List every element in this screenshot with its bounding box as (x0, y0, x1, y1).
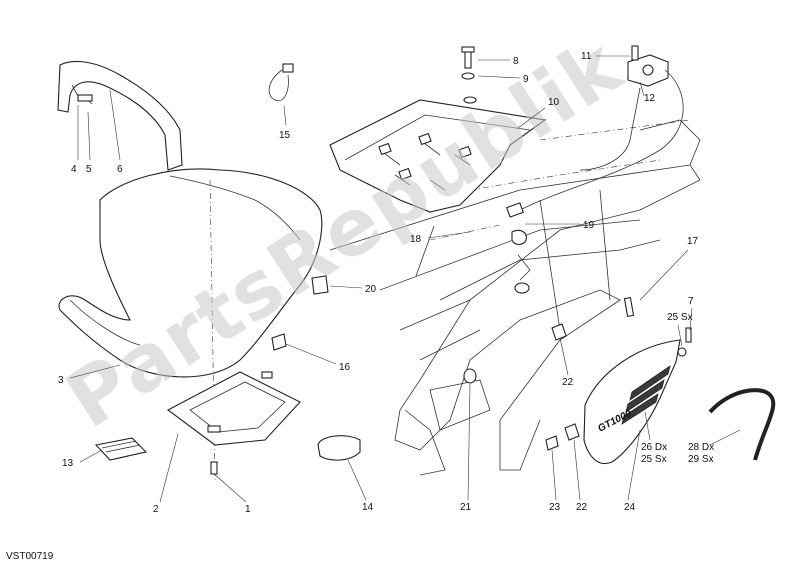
callout-3: 3 (58, 375, 64, 386)
edge-trim-part (708, 388, 776, 461)
callout-22-upper: 22 (562, 377, 574, 388)
buffer-20-part (311, 275, 329, 295)
callout-23: 23 (549, 502, 561, 513)
callout-18: 18 (410, 234, 422, 245)
callout-20: 20 (365, 284, 377, 295)
side-cover-part: GT1000 (583, 339, 681, 464)
seat-tray-part (329, 96, 547, 213)
callout-27: 25 Sx (667, 312, 693, 323)
callout-8: 8 (513, 56, 519, 67)
callouts: 4 5 6 8 9 10 11 12 15 20 16 19 18 17 7 2… (58, 51, 714, 515)
callout-15: 15 (279, 130, 291, 141)
grab-handle-part (57, 60, 183, 171)
callout-11: 11 (581, 51, 592, 62)
callout-22-lower: 22 (576, 502, 588, 513)
cable-tie-part (268, 63, 294, 102)
callout-4: 4 (71, 164, 77, 175)
callout-25-sx: 25 Sx (641, 454, 667, 465)
rubber-pad-14-part (317, 435, 361, 461)
callout-1: 1 (245, 504, 251, 515)
callout-28-dx: 28 Dx (688, 442, 714, 453)
clip-22-part (551, 323, 580, 441)
callout-29-sx: 29 Sx (688, 454, 714, 465)
drawing-code: VST00719 (6, 551, 54, 562)
callout-13: 13 (62, 458, 74, 469)
bolt-washer-part (461, 46, 475, 80)
rear-frame (329, 119, 701, 476)
clip-16-part (271, 333, 287, 351)
callout-9: 9 (523, 74, 529, 85)
seat-lock-cable-part (506, 45, 684, 294)
callout-14: 14 (362, 502, 374, 513)
bolt-7-27-part (677, 327, 692, 357)
callout-24: 24 (624, 502, 636, 513)
callout-10: 10 (548, 97, 560, 108)
callout-7: 7 (688, 296, 694, 307)
screw-23-part (545, 435, 559, 451)
callout-16: 16 (339, 362, 351, 373)
under-seat-tray-part (166, 371, 301, 475)
callout-2: 2 (153, 504, 159, 515)
callout-21: 21 (460, 502, 472, 513)
bolt-17-part (623, 296, 635, 318)
callout-12: 12 (644, 93, 656, 104)
grommet-21-part (463, 368, 477, 384)
callout-6: 6 (117, 164, 123, 175)
callout-19: 19 (583, 220, 595, 231)
callout-5: 5 (86, 164, 92, 175)
wire-18-part (415, 225, 435, 277)
leader-lines (69, 55, 741, 503)
pad-13-part (94, 437, 148, 461)
callout-26-dx: 26 Dx (641, 442, 667, 453)
callout-17: 17 (687, 236, 699, 247)
